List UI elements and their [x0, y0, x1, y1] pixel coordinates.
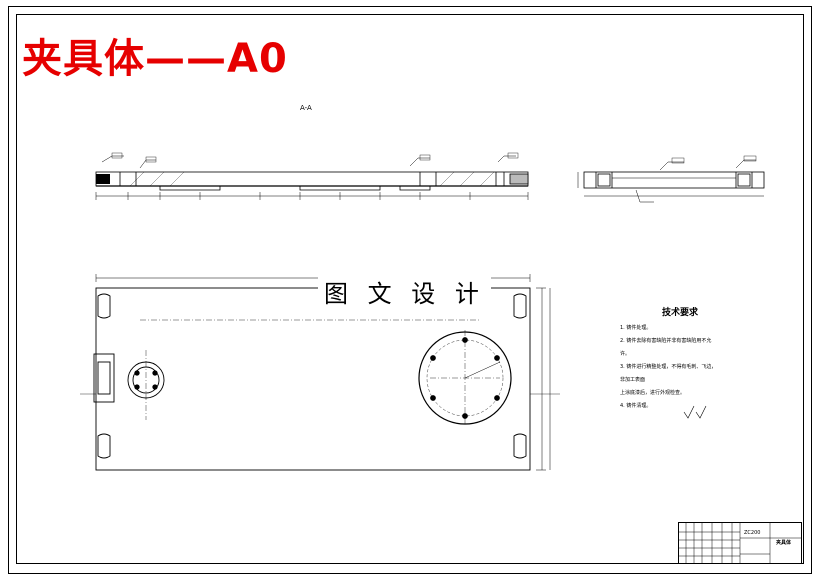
tech-requirements-list: 1. 铸件处理。 2. 铸件去除有害缺陷并非有害缺陷用不允许。 3. 铸件进行精…: [620, 322, 720, 413]
tech-requirement-item: 1. 铸件处理。: [620, 325, 652, 331]
tech-requirement-item: 2. 铸件去除有害缺陷并非有害缺陷用不允许。: [620, 338, 712, 357]
plan-view: [80, 274, 560, 471]
title-block-code: ZC200: [744, 530, 761, 536]
tech-requirements-heading: 技术要求: [662, 308, 699, 318]
tech-requirement-item: 3. 铸件进行精整处理，不得有毛刺、飞边，非加工表面: [620, 364, 717, 383]
title-block-part-name: 夹具体: [776, 540, 792, 546]
section-view-a-a: [95, 152, 529, 200]
surface-finish-symbol: [683, 405, 707, 419]
watermark-text: 图 文 设 计: [318, 274, 491, 309]
drawing-title: 夹具体——A0: [22, 36, 288, 82]
section-hatching: [129, 171, 495, 187]
section-label: A-A: [300, 104, 312, 112]
drawing-sheet-outer-border: [8, 6, 812, 574]
tech-requirement-item: 上涂底漆后，进行外观检查。: [620, 390, 686, 396]
drawing-frame: [16, 14, 804, 564]
title-block: [678, 522, 802, 564]
title-block-grid: [678, 522, 802, 564]
side-view: [577, 155, 765, 203]
tech-requirement-item: 4. 铸件清理。: [620, 403, 652, 409]
